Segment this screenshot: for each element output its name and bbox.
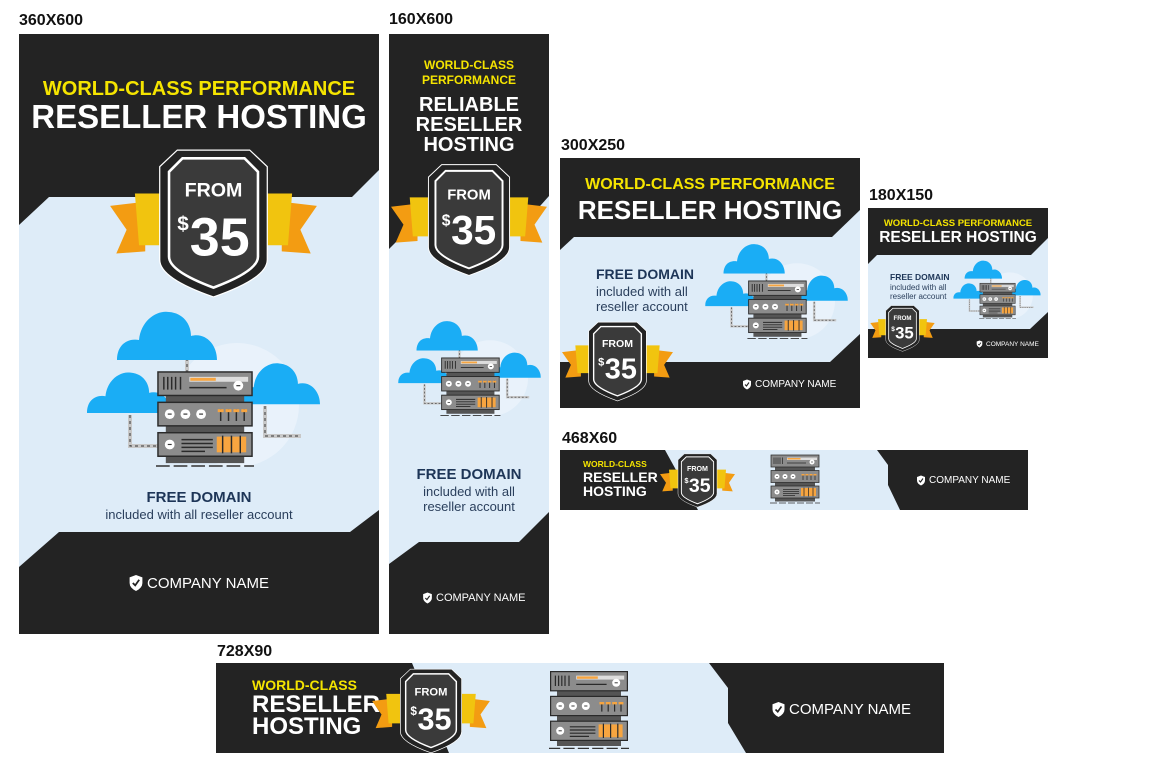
kicker-text: WORLD-CLASS PERFORMANCE xyxy=(42,78,356,100)
company-name: COMPANY NAME xyxy=(755,379,837,390)
company-name: COMPANY NAME xyxy=(986,340,1039,348)
banner-300x250[interactable]: WORLD-CLASS PERFORMANCE RESELLER HOSTING… xyxy=(560,158,860,408)
size-label-160x600: 160X600 xyxy=(389,11,454,28)
company-logo[interactable]: COMPANY NAME xyxy=(742,379,836,390)
badge-currency: $ xyxy=(410,705,417,718)
free-domain-detail-2: reseller account xyxy=(423,499,515,514)
kicker-line-2: PERFORMANCE xyxy=(421,73,516,87)
badge-currency: $ xyxy=(891,326,895,333)
headline: RESELLER HOSTING xyxy=(879,229,1037,246)
cloud-server-illustration xyxy=(87,310,320,470)
badge-price: 35 xyxy=(689,475,711,497)
kicker-text: WORLD-CLASS PERFORMANCE xyxy=(883,218,1033,229)
banner-728x90[interactable]: WORLD-CLASS RESELLER HOSTING FROM $ 35 C… xyxy=(216,663,944,753)
headline-line-1: RELIABLE xyxy=(419,94,519,116)
company-name: COMPANY NAME xyxy=(436,592,526,604)
free-domain-detail: included with all reseller account xyxy=(105,507,293,522)
badge-from: FROM xyxy=(447,188,491,204)
headline-line-1: RESELLER xyxy=(252,691,381,718)
shield-check-icon xyxy=(128,574,144,592)
free-domain-heading: FREE DOMAIN xyxy=(596,266,694,282)
price-badge: FROM $ 35 xyxy=(391,163,547,277)
headline-line-2: RESELLER xyxy=(415,114,523,136)
company-logo[interactable]: COMPANY NAME xyxy=(128,574,269,592)
company-name: COMPANY NAME xyxy=(147,574,269,592)
free-domain-heading: FREE DOMAIN xyxy=(146,489,252,506)
badge-from: FROM xyxy=(687,465,708,473)
headline-line-2: HOSTING xyxy=(252,713,362,740)
free-domain-detail-1: included with all xyxy=(423,484,515,499)
cloud-server-illustration xyxy=(398,320,541,418)
kicker-text: WORLD-CLASS xyxy=(252,677,357,693)
price-badge: FROM $ 35 xyxy=(562,321,673,402)
kicker-text: WORLD-CLASS PERFORMANCE xyxy=(585,176,835,193)
shield-check-icon xyxy=(742,379,752,390)
headline-line-3: HOSTING xyxy=(423,134,515,156)
kicker-line-1: WORLD-CLASS xyxy=(424,58,514,72)
headline: RESELLER HOSTING xyxy=(31,98,367,135)
price-badge: FROM $ 35 xyxy=(110,148,317,299)
company-name: COMPANY NAME xyxy=(789,701,911,718)
price-badge: FROM $ 35 xyxy=(660,453,735,508)
badge-currency: $ xyxy=(684,476,689,485)
badge-price: 35 xyxy=(605,354,637,386)
size-label-300x250: 300X250 xyxy=(561,137,626,154)
size-label-180x150: 180X150 xyxy=(869,187,934,204)
badge-from: FROM xyxy=(415,687,448,699)
server-illustration xyxy=(548,670,630,750)
shield-check-icon xyxy=(916,475,926,486)
company-logo[interactable]: COMPANY NAME xyxy=(976,340,1039,348)
size-label-468x60: 468X60 xyxy=(562,430,618,447)
badge-currency: $ xyxy=(177,213,189,236)
company-logo[interactable]: COMPANY NAME xyxy=(771,701,911,718)
cloud-server-illustration xyxy=(953,260,1041,320)
badge-from: FROM xyxy=(185,180,243,202)
shield-check-icon xyxy=(976,340,983,348)
price-badge: FROM $ 35 xyxy=(372,668,490,753)
company-name: COMPANY NAME xyxy=(929,475,1011,486)
free-domain-detail-2: reseller account xyxy=(890,292,947,301)
banner-360x600[interactable]: WORLD-CLASS PERFORMANCE RESELLER HOSTING… xyxy=(19,34,379,634)
free-domain-heading: FREE DOMAIN xyxy=(416,466,522,483)
price-badge: FROM $ 35 xyxy=(870,305,935,352)
size-label-360x600: 360X600 xyxy=(19,12,84,29)
free-domain-heading: FREE DOMAIN xyxy=(890,272,950,282)
badge-price: 35 xyxy=(895,323,914,342)
headline: RESELLER HOSTING xyxy=(577,195,843,225)
badge-price: 35 xyxy=(417,702,451,736)
headline-line-2: HOSTING xyxy=(583,483,647,499)
free-domain-detail-1: included with all xyxy=(890,283,947,292)
shield-check-icon xyxy=(771,701,786,718)
badge-price: 35 xyxy=(451,207,496,253)
company-logo[interactable]: COMPANY NAME xyxy=(916,475,1010,486)
free-domain-detail-1: included with all xyxy=(596,284,688,299)
badge-price: 35 xyxy=(190,208,250,268)
headline-line-1: RESELLER xyxy=(583,469,658,485)
banner-180x150[interactable]: WORLD-CLASS PERFORMANCE RESELLER HOSTING… xyxy=(868,208,1048,358)
badge-currency: $ xyxy=(598,356,604,368)
badge-currency: $ xyxy=(442,212,451,229)
server-illustration xyxy=(769,454,821,504)
badge-from: FROM xyxy=(602,338,633,350)
size-label-728x90: 728X90 xyxy=(217,643,273,660)
cloud-server-illustration xyxy=(705,243,848,341)
company-logo[interactable]: COMPANY NAME xyxy=(422,592,525,604)
banner-160x600[interactable]: WORLD-CLASS PERFORMANCE RELIABLE RESELLE… xyxy=(389,34,549,634)
kicker-text: WORLD-CLASS xyxy=(583,459,647,469)
banner-468x60[interactable]: WORLD-CLASS RESELLER HOSTING FROM $ 35 C… xyxy=(560,450,1028,510)
badge-from: FROM xyxy=(894,315,912,322)
free-domain-detail-2: reseller account xyxy=(596,299,688,314)
shield-check-icon xyxy=(422,592,433,604)
